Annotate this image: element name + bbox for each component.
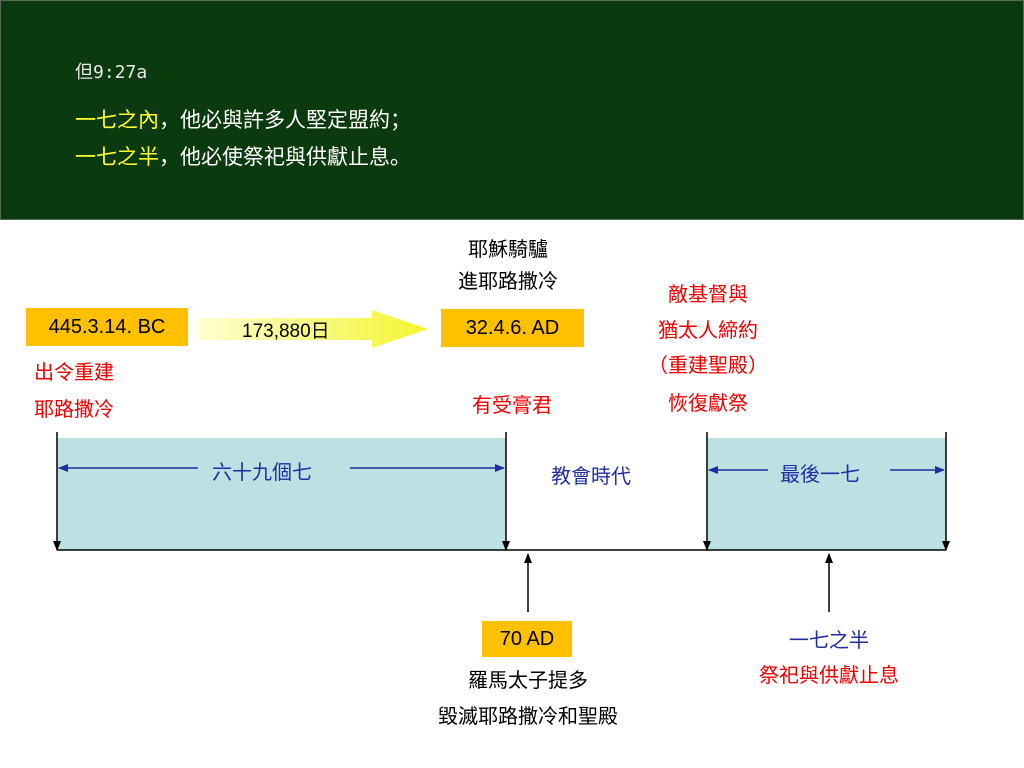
antichrist-label-line-1: 敵基督與 (668, 282, 748, 306)
verse-line-1-highlight: 一七之內 (75, 108, 159, 132)
entry-label-line-2: 進耶路撒冷 (458, 269, 558, 293)
period-69-weeks-label: 六十九個七 (206, 456, 318, 485)
verse-line-2-text: ，他必使祭祀與供獻止息。 (159, 145, 411, 169)
interval-days-label: 173,880日 (242, 321, 330, 342)
event-70ad-line-1: 羅馬太子提多 (468, 668, 588, 692)
period-last-week-label: 最後一七 (774, 458, 866, 487)
event-70ad-line-2: 毀滅耶路撒冷和聖殿 (438, 704, 618, 728)
period-69-weeks-fill (57, 438, 506, 550)
entry-label-line-1: 耶穌騎驢 (468, 237, 548, 261)
antichrist-label-line-4: 恢復獻祭 (668, 391, 748, 415)
period-last-week-fill (707, 438, 946, 550)
verse-line-1-text: ，他必與許多人堅定盟約； (159, 108, 411, 132)
anointed-label: 有受膏君 (472, 393, 552, 417)
church-age-label: 教會時代 (551, 464, 631, 488)
midweek-label-line-2: 祭祀與供獻止息 (759, 663, 899, 687)
midweek-label-line-1: 一七之半 (789, 628, 869, 652)
end-date-box: 32.4.6. AD (441, 309, 584, 347)
event-70ad-box: 70 AD (482, 621, 572, 657)
interval-arrow (198, 310, 428, 348)
antichrist-label-line-2: 猶太人締約 (658, 318, 758, 342)
decree-label-line-1: 出令重建 (34, 360, 114, 384)
verse-line-2-highlight: 一七之半 (75, 145, 159, 169)
verse-reference: 但9:27a (75, 62, 148, 83)
decree-label-line-2: 耶路撒冷 (34, 397, 114, 421)
verse-header-panel (0, 0, 1024, 220)
verse-line-2: 一七之半，他必使祭祀與供獻止息。 (75, 141, 411, 171)
antichrist-label-line-3: （重建聖殿） (648, 353, 768, 377)
start-date-box: 445.3.14. BC (26, 308, 188, 346)
verse-line-1: 一七之內，他必與許多人堅定盟約； (75, 104, 411, 134)
